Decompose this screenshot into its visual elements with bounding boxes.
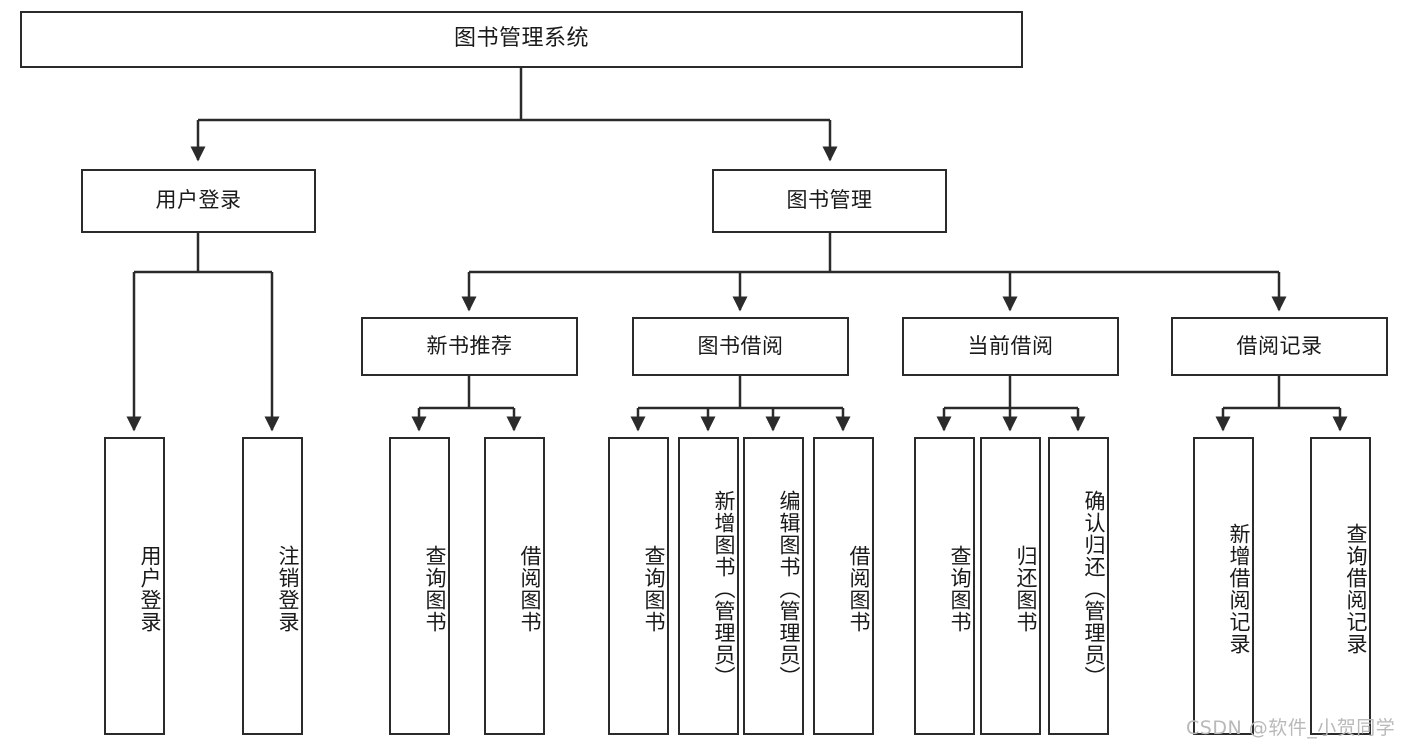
leaf-query-book-3-label: 查询图书	[948, 545, 972, 633]
node-new-book-recommend-label: 新书推荐	[426, 333, 513, 358]
node-book-manage[interactable]: 图书管理	[712, 169, 947, 233]
node-current-borrow-label: 当前借阅	[967, 333, 1054, 358]
node-book-manage-label: 图书管理	[786, 188, 873, 213]
node-book-borrow[interactable]: 图书借阅	[632, 317, 849, 376]
node-current-borrow[interactable]: 当前借阅	[902, 317, 1119, 376]
leaf-logout-login[interactable]: 注销登录	[242, 437, 303, 735]
leaf-query-book-1-label: 查询图书	[423, 545, 447, 633]
node-new-book-recommend[interactable]: 新书推荐	[361, 317, 578, 376]
leaf-query-book-2-label: 查询图书	[642, 545, 666, 633]
leaf-edit-book-label: 编辑图书（管理员）	[777, 490, 801, 688]
leaf-add-book-label: 新增图书（管理员）	[712, 490, 736, 688]
leaf-add-record-label: 新增借阅记录	[1227, 523, 1251, 655]
leaf-query-book-3[interactable]: 查询图书	[914, 437, 975, 735]
leaf-user-login[interactable]: 用户登录	[104, 437, 165, 735]
leaf-query-book-1[interactable]: 查询图书	[389, 437, 450, 735]
leaf-query-record[interactable]: 查询借阅记录	[1310, 437, 1371, 735]
node-root[interactable]: 图书管理系统	[20, 11, 1023, 68]
node-book-borrow-label: 图书借阅	[697, 333, 784, 358]
leaf-confirm-return-label: 确认归还（管理员）	[1082, 490, 1106, 688]
leaf-borrow-book-2-label: 借阅图书	[847, 545, 871, 633]
node-user-login[interactable]: 用户登录	[81, 169, 316, 233]
node-user-login-label: 用户登录	[155, 188, 242, 213]
leaf-add-record[interactable]: 新增借阅记录	[1193, 437, 1254, 735]
leaf-edit-book[interactable]: 编辑图书（管理员）	[743, 437, 804, 735]
watermark: CSDN @软件_小贺同学	[1186, 717, 1396, 739]
leaf-user-login-label: 用户登录	[138, 545, 162, 633]
leaf-confirm-return[interactable]: 确认归还（管理员）	[1048, 437, 1109, 735]
leaf-logout-login-label: 注销登录	[276, 545, 300, 633]
leaf-return-book-label: 归还图书	[1014, 545, 1038, 633]
node-borrow-record-label: 借阅记录	[1236, 333, 1323, 358]
leaf-borrow-book-2[interactable]: 借阅图书	[813, 437, 874, 735]
leaf-return-book[interactable]: 归还图书	[980, 437, 1041, 735]
leaf-borrow-book-1-label: 借阅图书	[518, 545, 542, 633]
leaf-query-book-2[interactable]: 查询图书	[608, 437, 669, 735]
leaf-borrow-book-1[interactable]: 借阅图书	[484, 437, 545, 735]
leaf-add-book[interactable]: 新增图书（管理员）	[678, 437, 739, 735]
leaf-query-record-label: 查询借阅记录	[1344, 523, 1368, 655]
node-borrow-record[interactable]: 借阅记录	[1171, 317, 1388, 376]
node-root-label: 图书管理系统	[453, 26, 589, 52]
